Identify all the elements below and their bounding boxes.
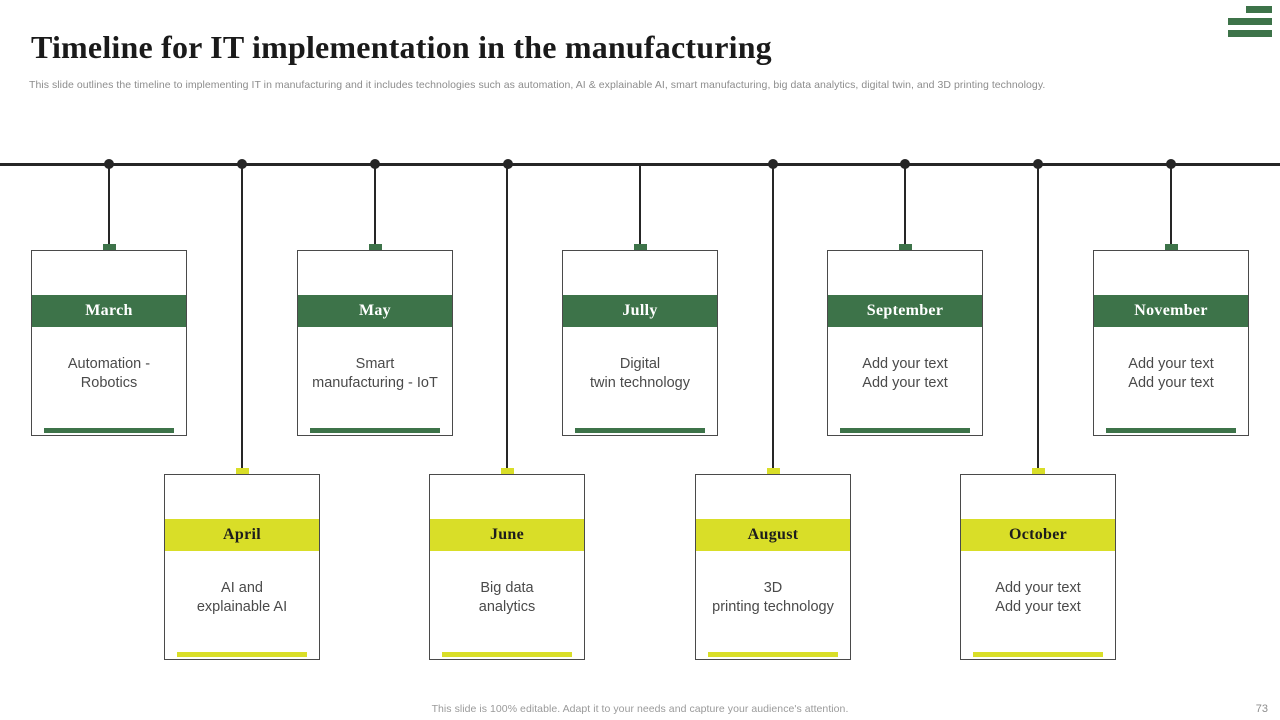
deco-bar-3 [1228,30,1272,37]
card-month-label: June [430,519,584,551]
timeline-dot [370,159,380,169]
card-accent-bar [708,652,838,657]
card-accent-bar [442,652,572,657]
card-body-text: Digital twin technology [590,356,690,391]
page-number: 73 [1255,703,1268,715]
card-month-label: Jully [563,295,717,327]
timeline-connector-line [639,166,641,250]
card-arrow-zone [696,475,850,519]
card-month-label: March [32,295,186,327]
page-title: Timeline for IT implementation in the ma… [31,29,772,65]
milestone-card-august[interactable]: August 3D printing technology [695,474,851,660]
timeline-dot [900,159,910,169]
timeline-connector-line [1170,166,1172,250]
timeline-connector-line [904,166,906,250]
card-arrow-zone [298,251,452,295]
card-accent-bar [575,428,705,433]
timeline-connector-line [374,166,376,250]
timeline-dot [237,159,247,169]
card-month-label: November [1094,295,1248,327]
card-body-text: Add your text Add your text [862,356,948,391]
card-body-text: Automation - Robotics [67,356,151,391]
deco-bar-1 [1246,6,1272,13]
card-body-text: Smart manufacturing - IoT [312,356,438,391]
timeline-connector-line [506,166,508,474]
card-arrow-zone [828,251,982,295]
footer-note: This slide is 100% editable. Adapt it to… [431,703,849,715]
card-month-label: August [696,519,850,551]
page-subtitle: This slide outlines the timeline to impl… [29,79,1046,91]
card-arrow-zone [32,251,186,295]
card-arrow-zone [165,475,319,519]
card-body-text: AI and explainable AI [196,580,288,615]
card-accent-bar [1106,428,1236,433]
deco-bar-2 [1228,18,1272,25]
card-month-label: May [298,295,452,327]
timeline-connector-line [772,166,774,474]
card-accent-bar [310,428,440,433]
timeline-dot [768,159,778,169]
card-arrow-zone [563,251,717,295]
timeline-dot [503,159,513,169]
card-accent-bar [973,652,1103,657]
card-accent-bar [44,428,174,433]
milestone-card-april[interactable]: April AI and explainable AI [164,474,320,660]
card-body-text: Add your text Add your text [1128,356,1214,391]
card-arrow-zone [430,475,584,519]
card-body-text: 3D printing technology [712,580,834,615]
card-body-text: Add your text Add your text [995,580,1081,615]
card-body-text: Big data analytics [478,580,536,615]
card-accent-bar [177,652,307,657]
timeline-dot [1033,159,1043,169]
timeline-dot [104,159,114,169]
card-month-label: October [961,519,1115,551]
corner-decoration [1228,6,1272,40]
timeline-dot [1166,159,1176,169]
card-arrow-zone [1094,251,1248,295]
timeline-connector-line [108,166,110,250]
card-arrow-zone [961,475,1115,519]
card-accent-bar [840,428,970,433]
timeline-connector-line [241,166,243,474]
card-month-label: September [828,295,982,327]
card-month-label: April [165,519,319,551]
timeline-axis [0,163,1280,166]
timeline-connector-line [1037,166,1039,474]
